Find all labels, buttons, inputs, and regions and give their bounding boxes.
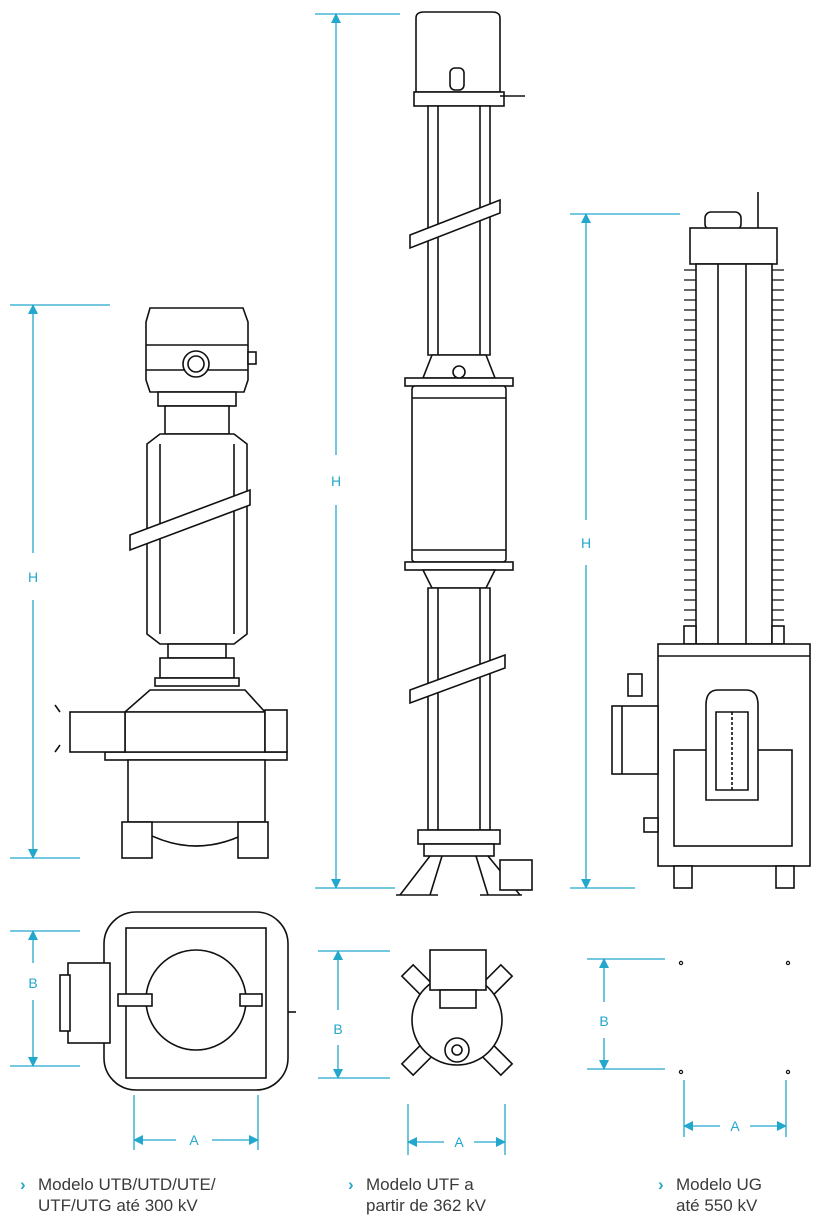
chevron-right-icon: › (658, 1175, 664, 1194)
height-label-right: H (581, 535, 591, 551)
caption-utb-line1: Modelo UTB/UTD/UTE/ (38, 1175, 216, 1194)
width-label-right: A (730, 1118, 740, 1134)
chevron-right-icon: › (20, 1175, 26, 1194)
width-label-middle: A (454, 1134, 464, 1150)
unit-utf-top-view (400, 949, 514, 1077)
unit-utf-elevation (396, 11, 533, 896)
depth-label-right: B (599, 1013, 608, 1029)
caption-ug-line2: até 550 kV (676, 1196, 758, 1215)
unit-ug-elevation (611, 192, 811, 889)
caption-utf: › Modelo UTF a partir de 362 kV (348, 1174, 487, 1216)
depth-label-middle: B (333, 1021, 342, 1037)
caption-utf-line1: Modelo UTF a (366, 1175, 474, 1194)
height-label-middle: H (331, 473, 341, 489)
chevron-right-icon: › (348, 1175, 354, 1194)
dimension-lines (10, 12, 787, 1155)
unit-ug-top-view (678, 960, 791, 1075)
caption-ug: › Modelo UG até 550 kV (658, 1174, 762, 1216)
caption-ug-line1: Modelo UG (676, 1175, 762, 1194)
height-label-left: H (28, 569, 38, 585)
depth-label-left: B (28, 975, 37, 991)
unit-utb-top-view (59, 911, 296, 1091)
caption-utb: › Modelo UTB/UTD/UTE/ UTF/UTG até 300 kV (20, 1174, 216, 1216)
width-label-left: A (189, 1132, 199, 1148)
caption-utf-line2: partir de 362 kV (366, 1196, 487, 1215)
caption-utb-line2: UTF/UTG até 300 kV (38, 1196, 198, 1215)
unit-utb-elevation (54, 307, 288, 859)
